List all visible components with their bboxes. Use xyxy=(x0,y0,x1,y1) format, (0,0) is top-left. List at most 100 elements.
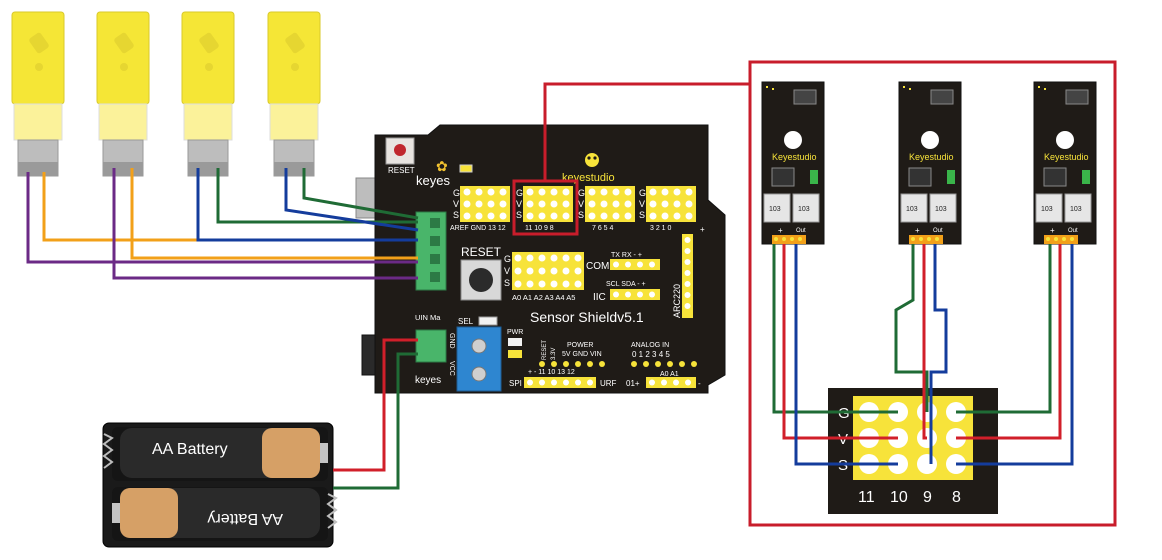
svg-text:Keyestudio: Keyestudio xyxy=(909,152,954,162)
svg-text:Out: Out xyxy=(1068,228,1078,234)
gear-motor-3 xyxy=(181,11,235,177)
analog-header xyxy=(512,252,584,290)
svg-text:Keyestudio: Keyestudio xyxy=(1044,152,1089,162)
gvs-labels-2: G V S xyxy=(516,188,523,220)
gear-motor-1 xyxy=(11,11,65,177)
com-header xyxy=(610,259,660,270)
power-label: POWER xyxy=(567,342,593,349)
svg-text:V: V xyxy=(504,266,510,276)
wire-s2-green xyxy=(894,244,929,412)
gear-motor-2 xyxy=(96,11,150,177)
sel-jumper xyxy=(478,316,498,326)
svg-text:103: 103 xyxy=(935,206,947,213)
enlarged-header-block: G V S 11 10 9 8 xyxy=(828,388,998,514)
svg-text:103: 103 xyxy=(906,206,918,213)
gvs-labels-analog: G V S xyxy=(504,254,511,288)
digital-header-3-0 xyxy=(646,186,696,222)
battery-holder: AA Battery AA Battery xyxy=(102,422,338,548)
svg-text:8: 8 xyxy=(952,489,961,506)
wire-s1-blue xyxy=(794,244,898,466)
spi-pins xyxy=(527,379,593,386)
motor-wires xyxy=(26,168,419,280)
power-pin-dots xyxy=(539,361,697,367)
header-label-3-0: 3 2 1 0 xyxy=(650,225,672,232)
pwr-led-2 xyxy=(508,350,522,358)
svg-text:103: 103 xyxy=(769,206,781,213)
reset-label: RESET xyxy=(461,245,502,259)
wire-s3-green xyxy=(956,244,1052,414)
svg-text:S: S xyxy=(639,210,645,220)
motor-group xyxy=(11,11,321,177)
line-sensor-1: Keyestudio 103 103 + Out xyxy=(761,81,825,245)
wire-motor4-blue xyxy=(284,168,419,232)
wire-s1-red xyxy=(782,244,898,440)
svg-text:Keyestudio: Keyestudio xyxy=(772,152,817,162)
com-pins xyxy=(613,261,655,268)
gvs-labels-3: G V S xyxy=(578,188,585,220)
wire-s2-blue xyxy=(929,244,948,464)
frame-link-line xyxy=(543,82,750,181)
analog-nums-label: 0 1 2 3 4 5 xyxy=(632,350,670,359)
battery-cell-top: AA Battery xyxy=(120,428,328,478)
svg-text:G: G xyxy=(453,188,460,198)
reset-vertical-label: RESET xyxy=(542,340,548,360)
svg-text:11: 11 xyxy=(858,489,875,506)
spi-header xyxy=(524,377,596,388)
reset-button-knob xyxy=(469,268,493,292)
txrx-label: TX RX - + xyxy=(611,252,642,259)
brand-top: keyes xyxy=(416,173,450,188)
pwr-label: PWR xyxy=(507,329,523,336)
battery-wire-green xyxy=(333,352,418,490)
analog-in-label: ANALOG IN xyxy=(631,342,669,349)
svg-text:S: S xyxy=(516,210,522,220)
svg-text:V: V xyxy=(453,199,459,209)
wire-s3-blue xyxy=(956,244,1074,466)
wire-motor4-green xyxy=(302,168,419,220)
svg-text:G: G xyxy=(516,188,523,198)
svg-text:9: 9 xyxy=(923,489,932,506)
svg-text:S: S xyxy=(578,210,584,220)
battery-label-bottom: AA Battery xyxy=(207,510,283,527)
svg-text:V: V xyxy=(639,199,645,209)
header-label-11-8: 11 10 9 8 xyxy=(525,225,554,232)
urf-minus: - xyxy=(698,379,701,388)
svg-text:+: + xyxy=(778,226,783,235)
spi-pins-label: + - 11 10 13 12 xyxy=(528,369,575,376)
svg-text:Out: Out xyxy=(796,228,806,234)
status-led xyxy=(459,164,473,173)
svg-text:S: S xyxy=(453,210,459,220)
bug-icon: ✿ xyxy=(436,158,448,174)
arc220-label: ARC220 xyxy=(672,284,682,318)
brand-bottom: keyes xyxy=(415,375,441,386)
a0a1-label: A0 A1 xyxy=(660,371,679,378)
iic-label: IIC xyxy=(593,292,606,303)
wire-s3-red xyxy=(956,244,1062,440)
battery-label-top: AA Battery xyxy=(152,441,228,458)
pwr-led xyxy=(508,338,522,346)
wire-s1-green xyxy=(772,244,898,414)
vcc-label: VCC xyxy=(448,361,455,376)
digital-header-7-4 xyxy=(585,186,635,222)
svg-text:+: + xyxy=(1050,226,1055,235)
svg-text:G: G xyxy=(504,254,511,264)
sel-label: SEL xyxy=(458,317,474,326)
battery-cell-bottom: AA Battery xyxy=(112,488,320,538)
urf-pins xyxy=(649,379,691,386)
svg-text:V: V xyxy=(578,199,584,209)
line-sensor-2: Keyestudio 103 103 + Out xyxy=(898,81,962,245)
sensor-frame xyxy=(748,60,1117,527)
small-reset-label: RESET xyxy=(388,166,415,175)
urf-label: URF xyxy=(600,379,617,388)
motor-terminal-screws xyxy=(430,218,440,282)
gear-motor-4 xyxy=(267,11,321,177)
battery-wire-red xyxy=(333,338,418,472)
sensor-wires xyxy=(772,244,1074,466)
com-label: COM xyxy=(586,261,609,272)
block-pin-numbers: 11 10 9 8 xyxy=(858,489,961,506)
sclsda-label: SCL SDA - + xyxy=(606,281,646,288)
digital-header-11-8 xyxy=(523,186,573,222)
svg-text:+: + xyxy=(915,226,920,235)
spi-label: SPI xyxy=(509,379,522,388)
svg-text:G: G xyxy=(578,188,585,198)
